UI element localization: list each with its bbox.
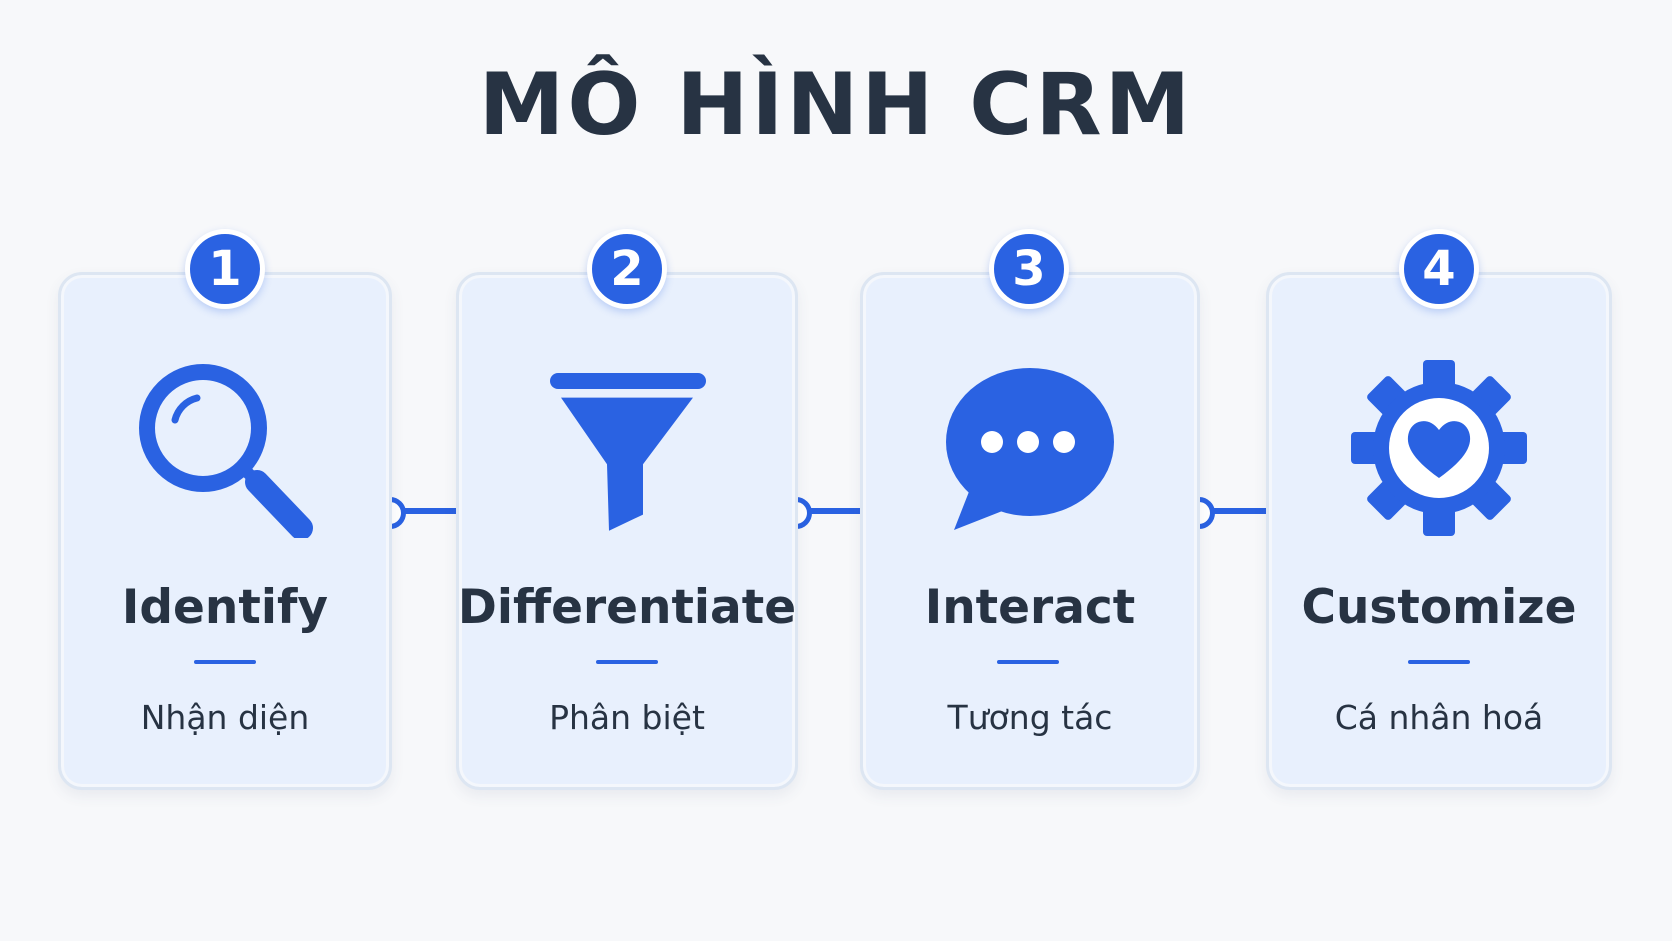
step-card-identify <box>58 272 392 790</box>
step-divider <box>1408 660 1470 664</box>
step-subtitle: Cá nhân hoá <box>1334 698 1544 737</box>
step-divider <box>194 660 256 664</box>
step-divider <box>596 660 658 664</box>
step-subtitle: Tương tác <box>947 698 1113 737</box>
step-badge: 2 <box>587 229 667 309</box>
connector-3-4 <box>1198 508 1270 514</box>
step-subtitle: Phân biệt <box>549 698 705 737</box>
step-card-differentiate <box>456 272 798 790</box>
step-title: Customize <box>1301 580 1577 635</box>
step-title: Identify <box>121 580 329 635</box>
page-title: MÔ HÌNH CRM <box>478 55 1194 155</box>
gear-heart-icon <box>1349 358 1529 538</box>
step-badge: 1 <box>185 229 265 309</box>
funnel-icon <box>537 358 717 538</box>
step-card-interact <box>860 272 1200 790</box>
magnifier-icon <box>135 358 315 538</box>
step-badge: 3 <box>989 229 1069 309</box>
step-badge: 4 <box>1399 229 1479 309</box>
step-subtitle: Nhận diện <box>140 698 310 737</box>
step-divider <box>997 660 1059 664</box>
connector-2-3 <box>794 508 862 514</box>
chat-bubble-icon <box>938 358 1118 538</box>
step-title: Differentiate <box>457 580 797 635</box>
connector-1-2 <box>390 508 466 514</box>
step-title: Interact <box>924 580 1136 635</box>
